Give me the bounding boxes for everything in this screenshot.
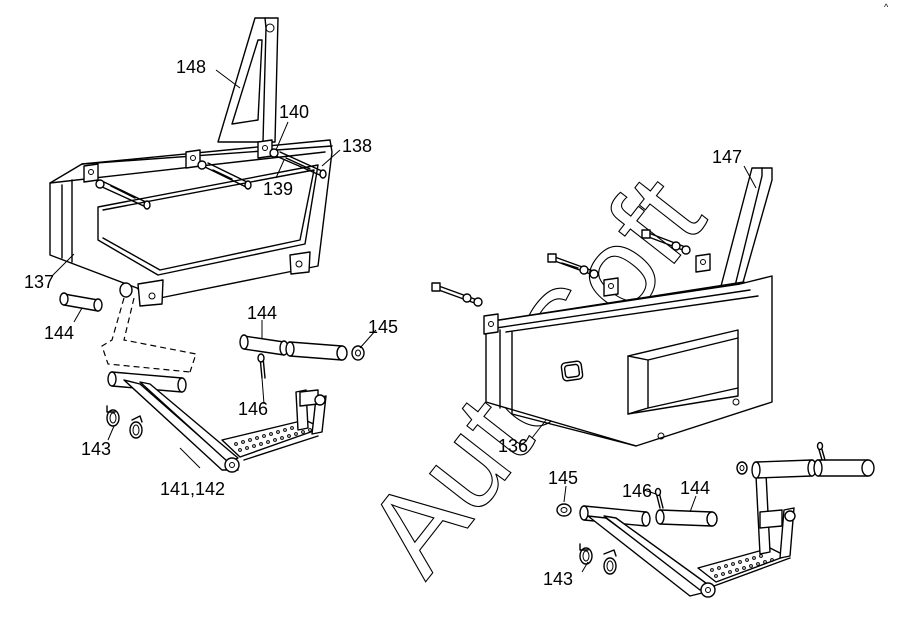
label-144-right: 144 xyxy=(680,478,710,498)
bolts-right-box xyxy=(431,229,691,307)
label-136: 136 xyxy=(498,436,528,456)
corner-mark: ^ xyxy=(884,2,889,12)
dashed-link xyxy=(101,297,197,373)
label-148: 148 xyxy=(176,57,206,77)
label-145-right: 145 xyxy=(548,468,578,488)
spring-143-right xyxy=(579,543,617,575)
label-140: 140 xyxy=(279,102,309,122)
step-right xyxy=(579,459,817,598)
box-136 xyxy=(483,253,773,447)
label-144-left: 144 xyxy=(44,323,74,343)
bolts-left-frame xyxy=(95,148,327,210)
label-143-left: 143 xyxy=(81,439,111,459)
washer-145-left xyxy=(351,345,365,361)
label-146-right: 146 xyxy=(622,481,652,501)
label-144-middle: 144 xyxy=(247,303,277,323)
bracket-148 xyxy=(217,17,279,143)
label-138: 138 xyxy=(342,136,372,156)
spring-143-left xyxy=(106,405,143,439)
frame-137 xyxy=(49,139,333,307)
tread-holes-right xyxy=(710,554,774,578)
label-145-left: 145 xyxy=(368,317,398,337)
pin-right-top xyxy=(813,459,875,477)
washer-145-right xyxy=(556,503,572,517)
pin-144-right xyxy=(655,509,718,527)
step-141-142 xyxy=(107,371,327,473)
cotter-right-top xyxy=(816,441,826,461)
label-141-142: 141,142 xyxy=(160,479,225,499)
roller-left xyxy=(285,341,348,361)
label-137: 137 xyxy=(24,272,54,292)
label-146-left: 146 xyxy=(238,399,268,419)
callout-labels: 148 140 138 139 137 144 144 145 146 143 … xyxy=(24,57,742,589)
pin-144-middle xyxy=(239,334,289,356)
leader-lines xyxy=(51,69,757,573)
cotter-146-right xyxy=(654,487,664,509)
label-143-right: 143 xyxy=(543,569,573,589)
label-147: 147 xyxy=(712,147,742,167)
bracket-147 xyxy=(719,167,773,291)
cotter-146-left xyxy=(257,353,266,379)
pin-144-left xyxy=(59,292,103,312)
label-139: 139 xyxy=(263,179,293,199)
